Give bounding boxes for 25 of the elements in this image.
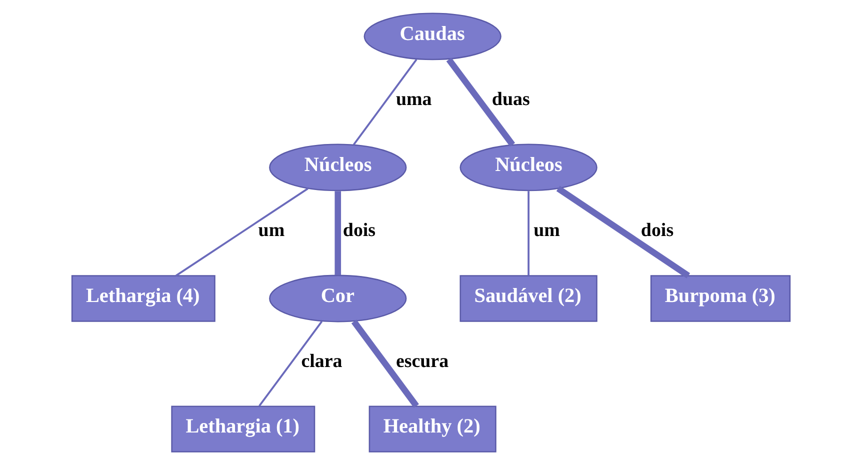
node-ellipse: Cor (269, 274, 407, 322)
edge-label: um (258, 220, 285, 242)
node-box: Saudável (2) (460, 275, 598, 322)
node-box: Burpoma (3) (650, 275, 791, 322)
edge-label: dois (342, 220, 376, 242)
connector (446, 58, 516, 147)
node-box: Lethargia (4) (71, 275, 216, 322)
connector (352, 58, 418, 146)
edge-label: dois (640, 220, 674, 242)
edge-label: escura (396, 351, 449, 372)
connector (334, 191, 342, 276)
edge-label: um (534, 220, 560, 242)
node-box: Lethargia (1) (171, 406, 316, 452)
connector (258, 320, 323, 407)
edge-label: uma (396, 89, 432, 110)
connector (556, 186, 690, 278)
connector (351, 320, 419, 408)
node-ellipse: Núcleos (460, 144, 598, 192)
node-ellipse: Caudas (364, 12, 502, 60)
edge-label: duas (492, 89, 530, 110)
node-box: Healthy (2) (368, 406, 496, 452)
edge-label: clara (301, 351, 342, 372)
node-ellipse: Núcleos (269, 144, 407, 192)
connector (175, 188, 308, 276)
connector (528, 191, 530, 276)
